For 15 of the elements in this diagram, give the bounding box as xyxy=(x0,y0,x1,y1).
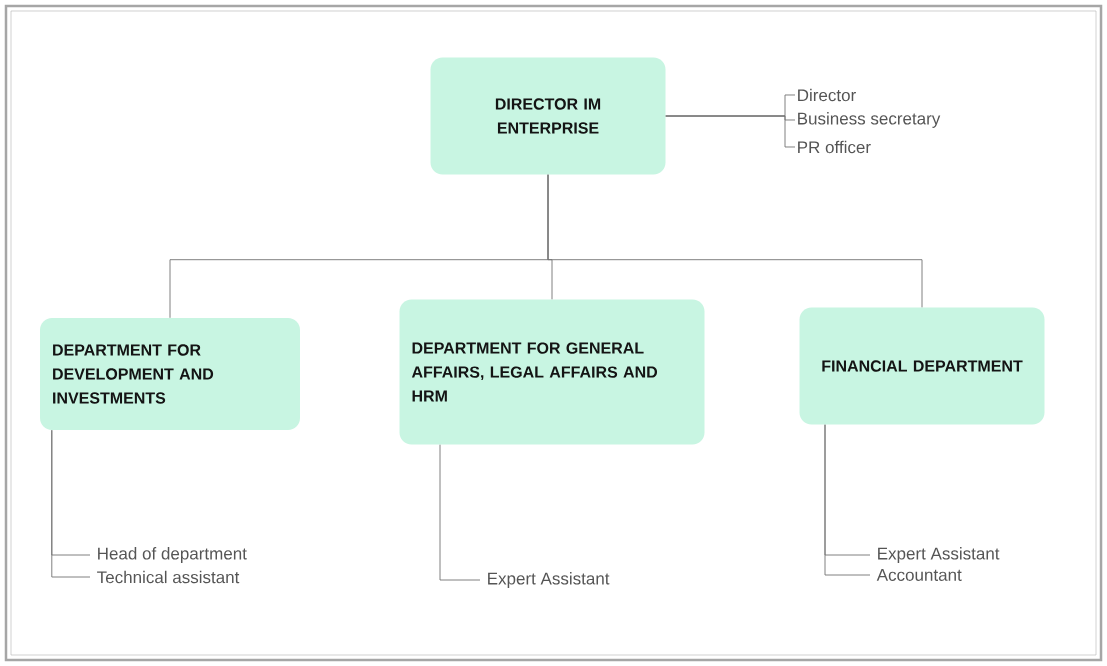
connector-line xyxy=(665,115,796,148)
department-box: FINANCIAL DEPARTMENT xyxy=(799,307,1045,425)
department-box: DEPARTMENT FOR DEVELOPMENT AND INVESTMENTS xyxy=(40,318,300,430)
role-text: Expert Assistant xyxy=(488,572,610,588)
connector-line xyxy=(547,174,923,308)
connector-line xyxy=(439,444,481,581)
role-text: Head of department xyxy=(98,547,247,563)
role-text: Technical assistant xyxy=(97,570,240,584)
department-box: DEPARTMENT FOR GENERAL AFFAIRS, LEGAL AFFAIRS AND HRM xyxy=(399,299,705,445)
role-text: Accountant xyxy=(876,569,962,581)
role-text: Business secretary xyxy=(798,112,941,128)
role-text: Director xyxy=(798,88,856,102)
role-text: Expert Assistant xyxy=(878,547,1000,563)
role-text: PR officer xyxy=(798,140,871,154)
department-box: DIRECTOR IM ENTERPRISE xyxy=(430,57,666,175)
